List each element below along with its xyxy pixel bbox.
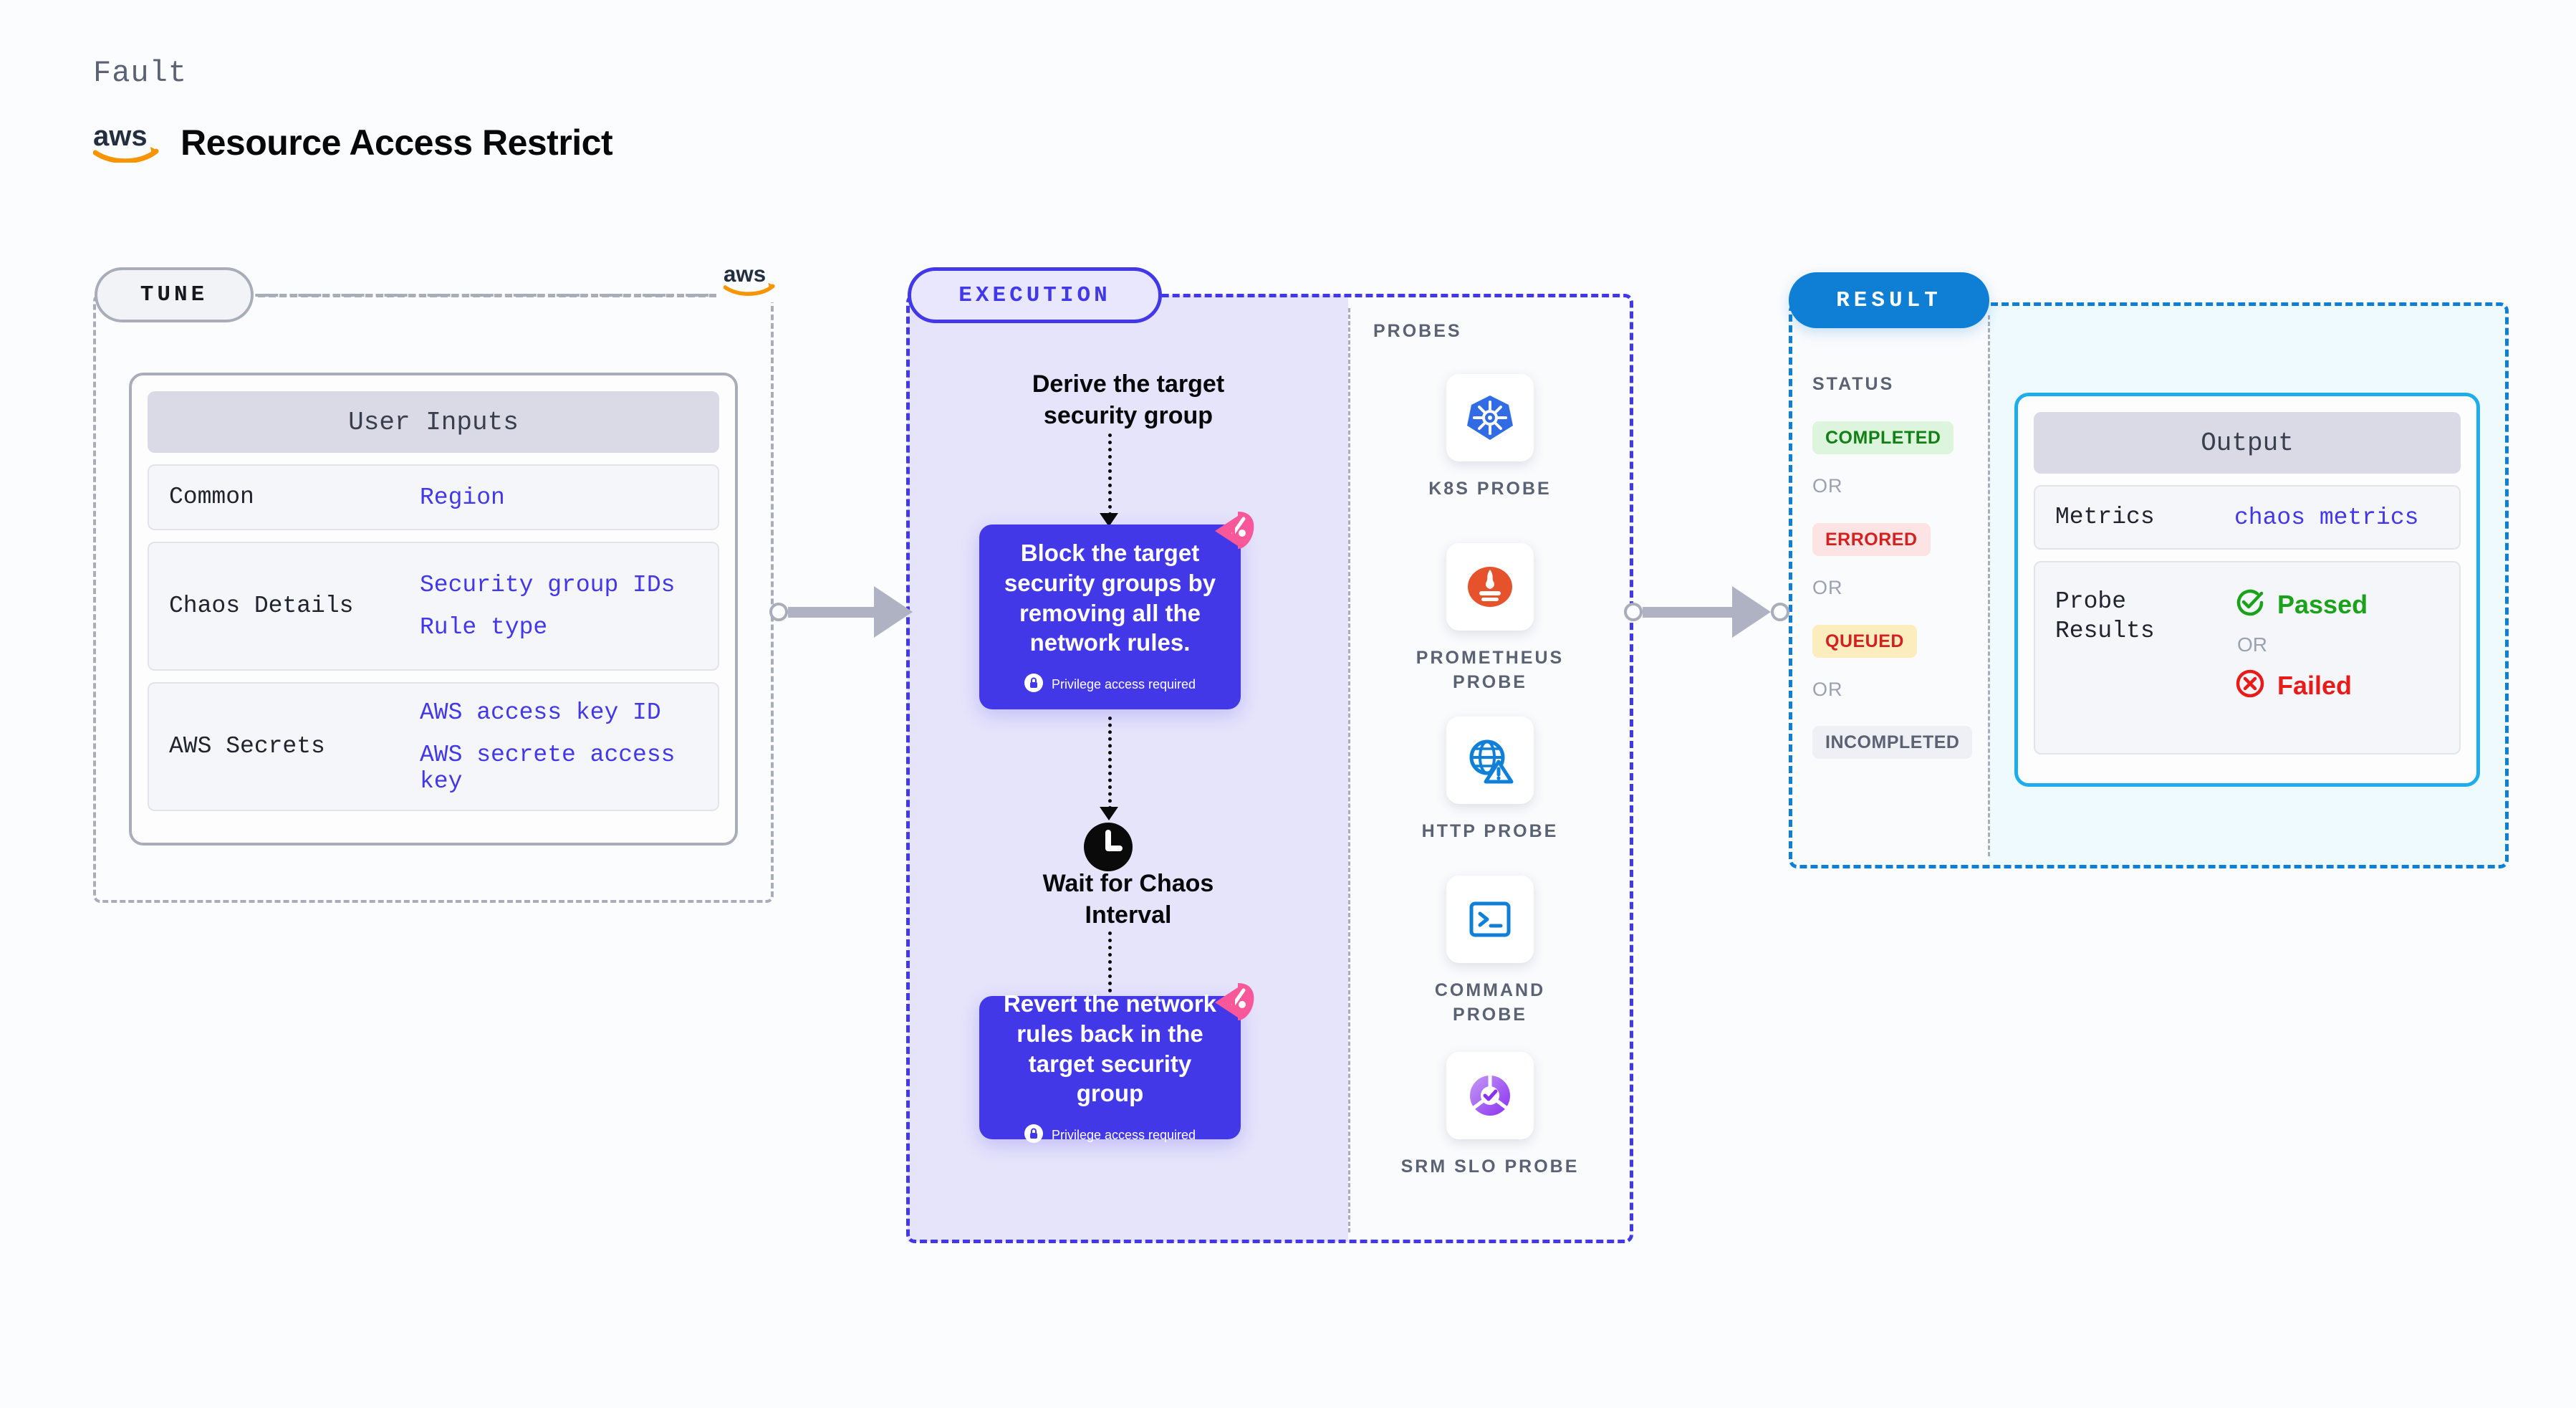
probe-result-passed: Passed [2234,587,2368,622]
table-row-chaos-details: Chaos Details Security group IDs Rule ty… [148,542,719,671]
flow-arrow-2 [1108,717,1112,810]
probe-command[interactable]: COMMAND PROBE [1397,876,1583,1028]
aws-logo-icon: aws [93,123,159,163]
probe-k8s[interactable]: K8S PROBE [1397,374,1583,502]
output-card: Output Metrics chaos metrics Probe Resul… [2014,393,2480,787]
probe-label: HTTP PROBE [1421,821,1559,841]
chaos-step-block-card[interactable]: Block the target security groups by remo… [979,512,1254,709]
probe-label: SRM SLO PROBE [1400,1156,1580,1177]
failed-label: Failed [2277,670,2352,700]
row-key: AWS Secrets [169,733,325,760]
fault-label: Fault [93,56,188,90]
probe-label: K8S PROBE [1428,479,1552,499]
probe-prometheus[interactable]: PROMETHEUS PROBE [1397,543,1583,695]
x-circle-icon [2234,668,2266,703]
http-globe-warning-icon [1446,717,1534,804]
passed-label: Passed [2277,589,2368,619]
row-value[interactable]: AWS access key ID [420,699,661,726]
fault-title-row: aws Resource Access Restrict [93,122,613,163]
row-value[interactable]: chaos metrics [2234,504,2419,531]
table-row-probe-results: Probe Results Passed OR [2034,561,2461,755]
probes-title: PROBES [1373,321,1462,341]
flow-arrow-2-head [1100,807,1118,820]
result-badge: RESULT [1789,272,1989,328]
row-value[interactable]: Rule type [420,614,548,641]
privilege-notice: Privilege access required [1024,1124,1196,1146]
prometheus-icon [1446,543,1534,631]
connector-dot-end [1771,603,1789,621]
connector-arrowhead [1732,586,1771,638]
or-label: OR [1812,475,1843,497]
status-badge-completed: COMPLETED [1812,421,1954,454]
flow-arrow-1-head [1100,513,1118,527]
result-panel [1789,302,2509,868]
connector-tune-to-execution [769,586,913,638]
srm-slo-icon [1446,1052,1534,1139]
execution-badge: EXECUTION [908,267,1162,323]
terminal-icon [1446,876,1534,963]
probe-label: COMMAND PROBE [1434,980,1546,1025]
result-status-background [1790,304,1988,867]
page-title: Resource Access Restrict [181,123,613,163]
chaos-step-text: Revert the network rules back in the tar… [1003,990,1217,1107]
connector-dot-start [769,603,788,621]
row-key: Common [169,484,254,511]
svg-text:aws: aws [724,263,766,287]
chaos-step-text: Block the target security groups by remo… [1004,540,1216,656]
status-badge-queued: QUEUED [1812,625,1917,658]
aws-logo-icon-tune: aws [716,260,782,302]
user-inputs-card: User Inputs Common Region Chaos Details … [129,373,738,846]
tune-badge: TUNE [95,267,254,322]
probe-result-failed: Failed [2234,668,2368,703]
connector-bar [788,606,874,618]
table-row-metrics: Metrics chaos metrics [2034,485,2461,550]
connector-execution-to-result [1624,586,1789,638]
litmus-icon [1209,980,1256,1028]
row-value[interactable]: AWS secrete access key [420,741,676,795]
row-key: Probe Results [2055,588,2155,645]
kubernetes-icon [1446,374,1534,461]
or-label: OR [2237,633,2267,656]
row-value[interactable]: Region [420,484,505,511]
connector-arrowhead [874,586,913,638]
clock-icon [1078,817,1138,881]
step-wait-for-chaos-interval: Wait for Chaos Interval [1042,870,1214,929]
svg-text:aws: aws [93,123,148,152]
probe-srm-slo[interactable]: SRM SLO PROBE [1397,1052,1583,1179]
check-circle-icon [2234,587,2266,622]
row-key: Metrics [2055,504,2155,531]
lock-icon [1024,673,1043,696]
lock-icon [1024,1124,1043,1146]
execution-panel [906,294,1633,1243]
status-badge-errored: ERRORED [1812,523,1931,556]
table-row-common: Common Region [148,464,719,530]
or-label: OR [1812,679,1843,700]
privilege-text: Privilege access required [1051,676,1196,691]
litmus-icon [1209,509,1256,557]
flow-arrow-3 [1108,932,1112,1000]
connector-dot-start [1624,603,1643,621]
result-divider [1988,315,1990,856]
output-card-title: Output [2034,412,2461,474]
or-label: OR [1812,577,1843,598]
flow-arrow-1 [1108,434,1112,516]
row-key: Chaos Details [169,593,354,620]
connector-bar [1643,606,1732,618]
probe-label: PROMETHEUS PROBE [1416,648,1565,692]
status-badge-incompleted: INCOMPLETED [1812,726,1973,759]
tune-connector-line [258,294,759,297]
chaos-step-revert-card[interactable]: Revert the network rules back in the tar… [979,983,1254,1143]
user-inputs-card-title: User Inputs [148,391,719,453]
privilege-notice: Privilege access required [1024,673,1196,696]
execution-probes-divider [1348,308,1350,1232]
step-derive-target: Derive the target security group [1032,370,1225,429]
table-row-aws-secrets: AWS Secrets AWS access key ID AWS secret… [148,682,719,811]
probe-http[interactable]: HTTP PROBE [1397,717,1583,844]
privilege-text: Privilege access required [1051,1127,1196,1142]
status-title: STATUS [1812,374,1895,394]
row-value[interactable]: Security group IDs [420,572,676,598]
